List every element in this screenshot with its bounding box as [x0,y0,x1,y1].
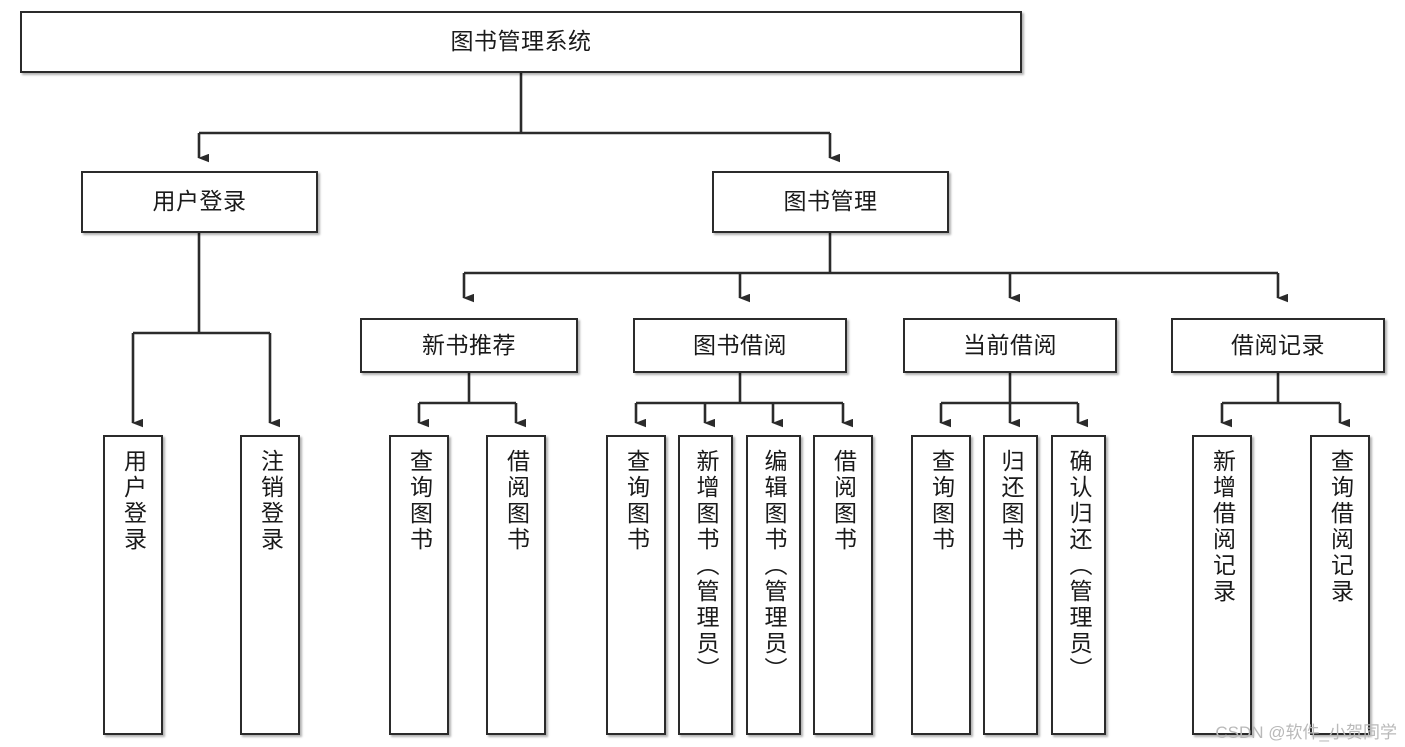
node-book-borrow-label: 图书借阅 [693,331,787,358]
node-borrow-record[interactable]: 借阅记录 [1171,318,1385,373]
node-user-login[interactable]: 用户登录 [81,171,318,233]
leaf-query-borrow-record[interactable]: 查询借阅记录 [1310,435,1370,735]
leaf-edit-book-admin-label: 编辑图书（管理员） [761,449,787,683]
node-new-book-recommend-label: 新书推荐 [422,331,516,358]
leaf-return-book-label: 归还图书 [998,449,1024,553]
leaf-query-book-borrow[interactable]: 查询图书 [606,435,666,735]
leaf-query-book-new[interactable]: 查询图书 [389,435,449,735]
leaf-add-borrow-record[interactable]: 新增借阅记录 [1192,435,1252,735]
node-borrow-record-label: 借阅记录 [1231,331,1325,358]
leaf-logout[interactable]: 注销登录 [240,435,300,735]
node-book-borrow[interactable]: 图书借阅 [633,318,847,373]
node-root-label: 图书管理系统 [450,28,592,55]
leaf-add-book-admin-label: 新增图书（管理员） [693,449,719,683]
node-root[interactable]: 图书管理系统 [20,11,1022,73]
node-new-book-recommend[interactable]: 新书推荐 [360,318,578,373]
leaf-add-book-admin[interactable]: 新增图书（管理员） [678,435,733,735]
leaf-return-book[interactable]: 归还图书 [983,435,1038,735]
node-current-borrow-label: 当前借阅 [963,331,1057,358]
leaf-query-book-current[interactable]: 查询图书 [911,435,971,735]
leaf-query-book-current-label: 查询图书 [928,449,955,553]
leaf-user-login[interactable]: 用户登录 [103,435,163,735]
leaf-borrow-book[interactable]: 借阅图书 [813,435,873,735]
leaf-confirm-return-admin-label: 确认归还（管理员） [1066,449,1092,683]
node-user-login-label: 用户登录 [152,188,247,215]
leaf-edit-book-admin[interactable]: 编辑图书（管理员） [746,435,801,735]
leaf-borrow-book-new[interactable]: 借阅图书 [486,435,546,735]
leaf-query-borrow-record-label: 查询借阅记录 [1327,449,1354,605]
leaf-confirm-return-admin[interactable]: 确认归还（管理员） [1051,435,1106,735]
leaf-borrow-book-label: 借阅图书 [830,449,857,553]
leaf-query-book-new-label: 查询图书 [406,449,433,553]
node-book-management-label: 图书管理 [783,188,878,215]
leaf-add-borrow-record-label: 新增借阅记录 [1209,449,1236,605]
watermark: CSDN @软件_小贺同学 [1215,723,1397,742]
leaf-logout-label: 注销登录 [257,449,284,553]
leaf-query-book-borrow-label: 查询图书 [623,449,650,553]
leaf-user-login-label: 用户登录 [120,449,147,553]
node-book-management[interactable]: 图书管理 [712,171,949,233]
leaf-borrow-book-new-label: 借阅图书 [503,449,530,553]
node-current-borrow[interactable]: 当前借阅 [903,318,1117,373]
